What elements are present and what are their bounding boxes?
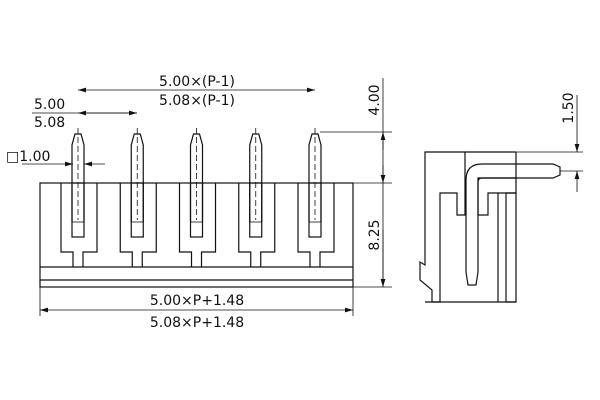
housing-wall-mid bbox=[477, 177, 517, 216]
pin-size-label: □1.00 bbox=[6, 149, 50, 165]
slot-outline bbox=[141, 183, 157, 267]
slot-outline bbox=[297, 183, 311, 267]
bent-pin bbox=[465, 163, 561, 286]
slot-outline bbox=[260, 183, 276, 267]
slot-outline bbox=[119, 183, 133, 267]
slot-outline bbox=[82, 183, 98, 267]
pitch-label-2: 5.08 bbox=[34, 115, 65, 131]
pitch-span-label-1: 5.00×(P-1) bbox=[159, 74, 235, 90]
slot-outline bbox=[238, 183, 252, 267]
slot-outline bbox=[200, 183, 217, 267]
housing-body bbox=[39, 182, 354, 288]
side-view: 1.50 bbox=[419, 92, 583, 303]
front-view bbox=[39, 128, 354, 288]
pitch-span-label-2: 5.08×(P-1) bbox=[159, 93, 235, 109]
total-length-label-2: 5.08×P+1.48 bbox=[150, 315, 244, 331]
housing-wall-right bbox=[505, 192, 517, 303]
body-height-label: 8.25 bbox=[367, 219, 383, 250]
pitch-label-1: 5.00 bbox=[34, 97, 65, 113]
dimensions: 5.00×(P-1) 5.08×(P-1) 5.00 5.08 □1.00 4.… bbox=[6, 74, 392, 331]
slot-outline bbox=[178, 183, 193, 267]
pin-offset-label: 1.50 bbox=[561, 92, 577, 123]
slot-outline bbox=[60, 183, 74, 267]
slot-outline bbox=[319, 183, 335, 267]
pin-height-label: 4.00 bbox=[367, 84, 383, 115]
total-length-label-1: 5.00×P+1.48 bbox=[150, 293, 244, 309]
housing-wall-left bbox=[419, 151, 466, 303]
